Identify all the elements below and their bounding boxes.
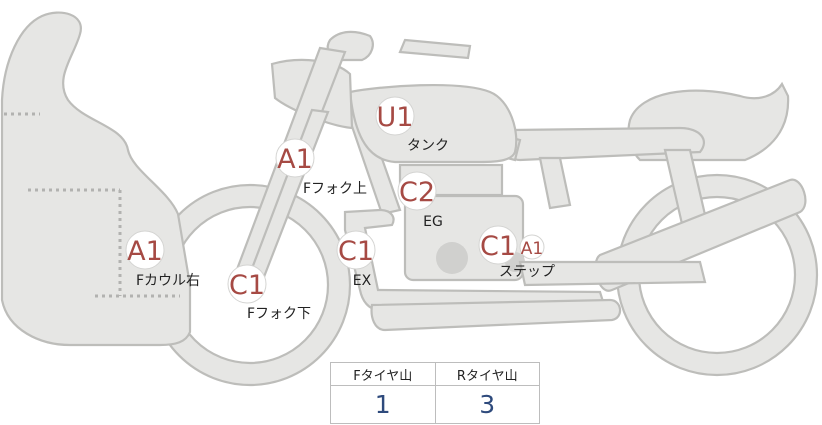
label-tank: タンク [407,138,449,154]
svg-text:C1: C1 [229,270,265,301]
badge-c1-fork-lower: C1 [227,264,267,304]
rear-tire-value: 3 [434,385,540,424]
badge-c1-step: C1 [478,225,518,265]
label-cowl-right: Fカウル右 [136,273,200,289]
badge-a1-cowl: A1 [125,230,165,270]
svg-text:A1: A1 [277,144,313,175]
label-eg: EG [423,214,443,230]
svg-text:C2: C2 [399,177,435,208]
rear-shock [538,156,572,210]
label-fork-upper: Fフォク上 [303,181,367,197]
svg-text:C1: C1 [480,231,516,262]
svg-text:A1: A1 [127,236,163,267]
svg-text:A1: A1 [521,239,543,259]
front-tire-value: 1 [330,385,436,424]
badge-c2: C2 [397,171,437,211]
tire-tread-table: Fタイヤ山 Rタイヤ山 1 3 [330,362,540,424]
exhaust-pipe-lower [370,298,622,332]
svg-text:U1: U1 [377,102,414,133]
rear-tire-header: Rタイヤ山 [434,362,540,386]
label-ex: EX [353,273,372,289]
badge-a1-step-small: A1 [519,234,545,260]
label-step: ステップ [499,264,555,280]
svg-text:C1: C1 [338,236,374,267]
handlebar-grip [398,38,472,60]
swingarm [518,260,707,287]
badge-u1: U1 [375,96,415,136]
badge-c1-ex: C1 [336,230,376,270]
front-tire-header: Fタイヤ山 [330,362,436,386]
label-fork-lower: Fフォク下 [247,306,311,322]
badge-a1-fork-upper: A1 [275,138,315,178]
